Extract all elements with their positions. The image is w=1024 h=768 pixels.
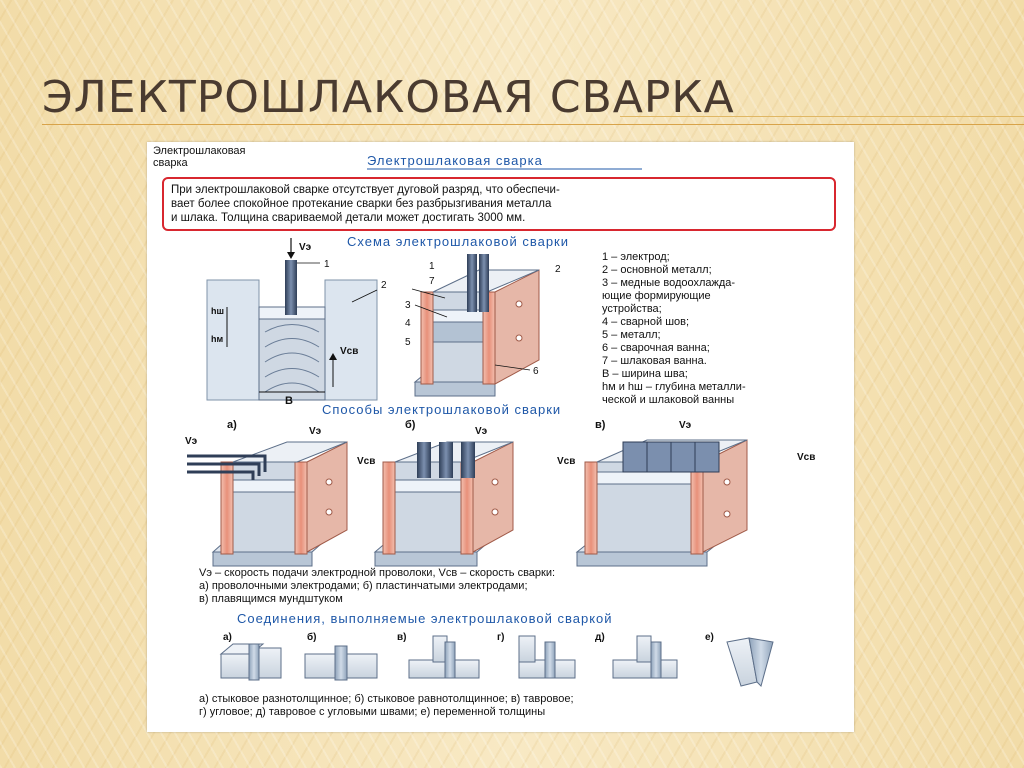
scheme-label-4: 4 [405, 318, 411, 329]
intro-line-1: При электрошлаковой сварке отсутствует д… [171, 184, 560, 196]
joint-e-tag: д) [595, 632, 605, 643]
scheme-slag-depth-label: hш [211, 306, 224, 316]
joint-b-tag: б) [307, 631, 317, 643]
legend-line-11: hм и hш – глубина металли- [602, 381, 746, 393]
joint-diagram-b [304, 645, 378, 681]
method-diagram-a [187, 441, 348, 567]
method-a-tag: а) [227, 419, 237, 431]
scheme-metal-depth-label: hм [211, 334, 223, 344]
joint-diagram-c [408, 635, 480, 679]
joints-heading: Соединения, выполняемые электрошлаковой … [237, 611, 613, 626]
joint-a-tag: а) [223, 632, 232, 643]
method-b-tag: б) [405, 419, 416, 431]
slide-title: ЭЛЕКТРОШЛАКОВАЯ СВАРКА [42, 72, 735, 123]
joints-caption-2: г) угловое; д) тавровое с угловыми швами… [199, 706, 545, 718]
legend-line-5: устройства; [602, 303, 662, 315]
scheme-label-5: 5 [405, 337, 411, 348]
welding-poster: Электрошлаковая сварка Электрошлаковая с… [147, 142, 854, 732]
scheme-heading: Схема электрошлаковой сварки [347, 234, 569, 249]
legend-line-9: 7 – шлаковая ванна. [602, 355, 707, 367]
title-underline [42, 124, 1024, 125]
joints-caption-1: а) стыковое разнотолщинное; б) стыковое … [199, 693, 574, 705]
legend-line-6: 4 – сварной шов; [602, 316, 689, 328]
scheme-label-2b: 2 [555, 264, 561, 275]
scheme-label-7: 7 [429, 276, 435, 287]
poster-illustration: Электрошлаковая сварка Электрошлаковая с… [153, 145, 836, 718]
scheme-ve-label: Vэ [299, 242, 312, 253]
scheme-width-label: B [285, 395, 293, 407]
legend-line-1: 1 – электрод; [602, 251, 670, 263]
legend-line-7: 5 – металл; [602, 329, 661, 341]
joint-diagram-d [518, 635, 576, 679]
joint-c-tag: в) [397, 632, 406, 643]
intro-line-3: и шлака. Толщина свариваемой детали може… [171, 212, 525, 224]
scheme-3d-diagram [411, 254, 540, 397]
scheme-label-1b: 1 [429, 261, 435, 272]
method-c-tag: в) [595, 419, 606, 431]
method-c-ve-label: Vэ [679, 420, 692, 431]
method-b-vsv-label: Vсв [557, 456, 575, 467]
legend-line-2: 2 – основной металл; [602, 264, 712, 276]
methods-caption-3: в) плавящимся мундштуком [199, 593, 343, 605]
scheme-label-3: 3 [405, 300, 411, 311]
joint-d-tag: г) [497, 632, 505, 643]
method-c-vsv-label: Vсв [797, 452, 815, 463]
method-b-ve-label: Vэ [475, 426, 488, 437]
poster-corner-label-1: Электрошлаковая [153, 145, 246, 157]
method-diagram-b [373, 441, 514, 567]
poster-corner-label-2: сварка [153, 157, 189, 169]
method-a-ve-label-top: Vэ [309, 426, 322, 437]
legend-line-10: B – ширина шва; [602, 368, 688, 380]
scheme-legend: 1 – электрод; 2 – основной металл; 3 – м… [602, 251, 746, 406]
legend-line-3: 3 – медные водоохлажда- [602, 277, 735, 289]
methods-caption-1: Vэ – скорость подачи электродной проволо… [199, 567, 555, 579]
legend-line-12: ческой и шлаковой ванны [602, 394, 734, 406]
scheme-label-6: 6 [533, 366, 539, 377]
joint-diagram-a [219, 643, 282, 681]
intro-frame [162, 177, 836, 231]
title-underline-accent [620, 116, 1024, 117]
joint-diagram-e [612, 635, 678, 679]
legend-line-8: 6 – сварочная ванна; [602, 342, 710, 354]
scheme-vsv-label: Vсв [340, 346, 358, 357]
intro-line-2: вает более спокойное протекание сварки б… [171, 198, 552, 210]
legend-line-4: ющие формирующие [602, 290, 711, 302]
method-diagram-c [575, 439, 748, 567]
method-a-ve-label: Vэ [185, 436, 198, 447]
scheme-section-diagram [206, 238, 378, 401]
methods-heading: Способы электрошлаковой сварки [322, 402, 561, 417]
method-a-vsv-label: Vсв [357, 456, 375, 467]
joint-f-tag: е) [705, 632, 714, 643]
joint-diagram-f [726, 637, 774, 687]
methods-caption-2: а) проволочными электродами; б) пластинч… [199, 580, 528, 592]
scheme-label-1a: 1 [324, 259, 330, 270]
scheme-label-2a: 2 [381, 280, 387, 291]
poster-title: Электрошлаковая сварка [367, 153, 543, 168]
